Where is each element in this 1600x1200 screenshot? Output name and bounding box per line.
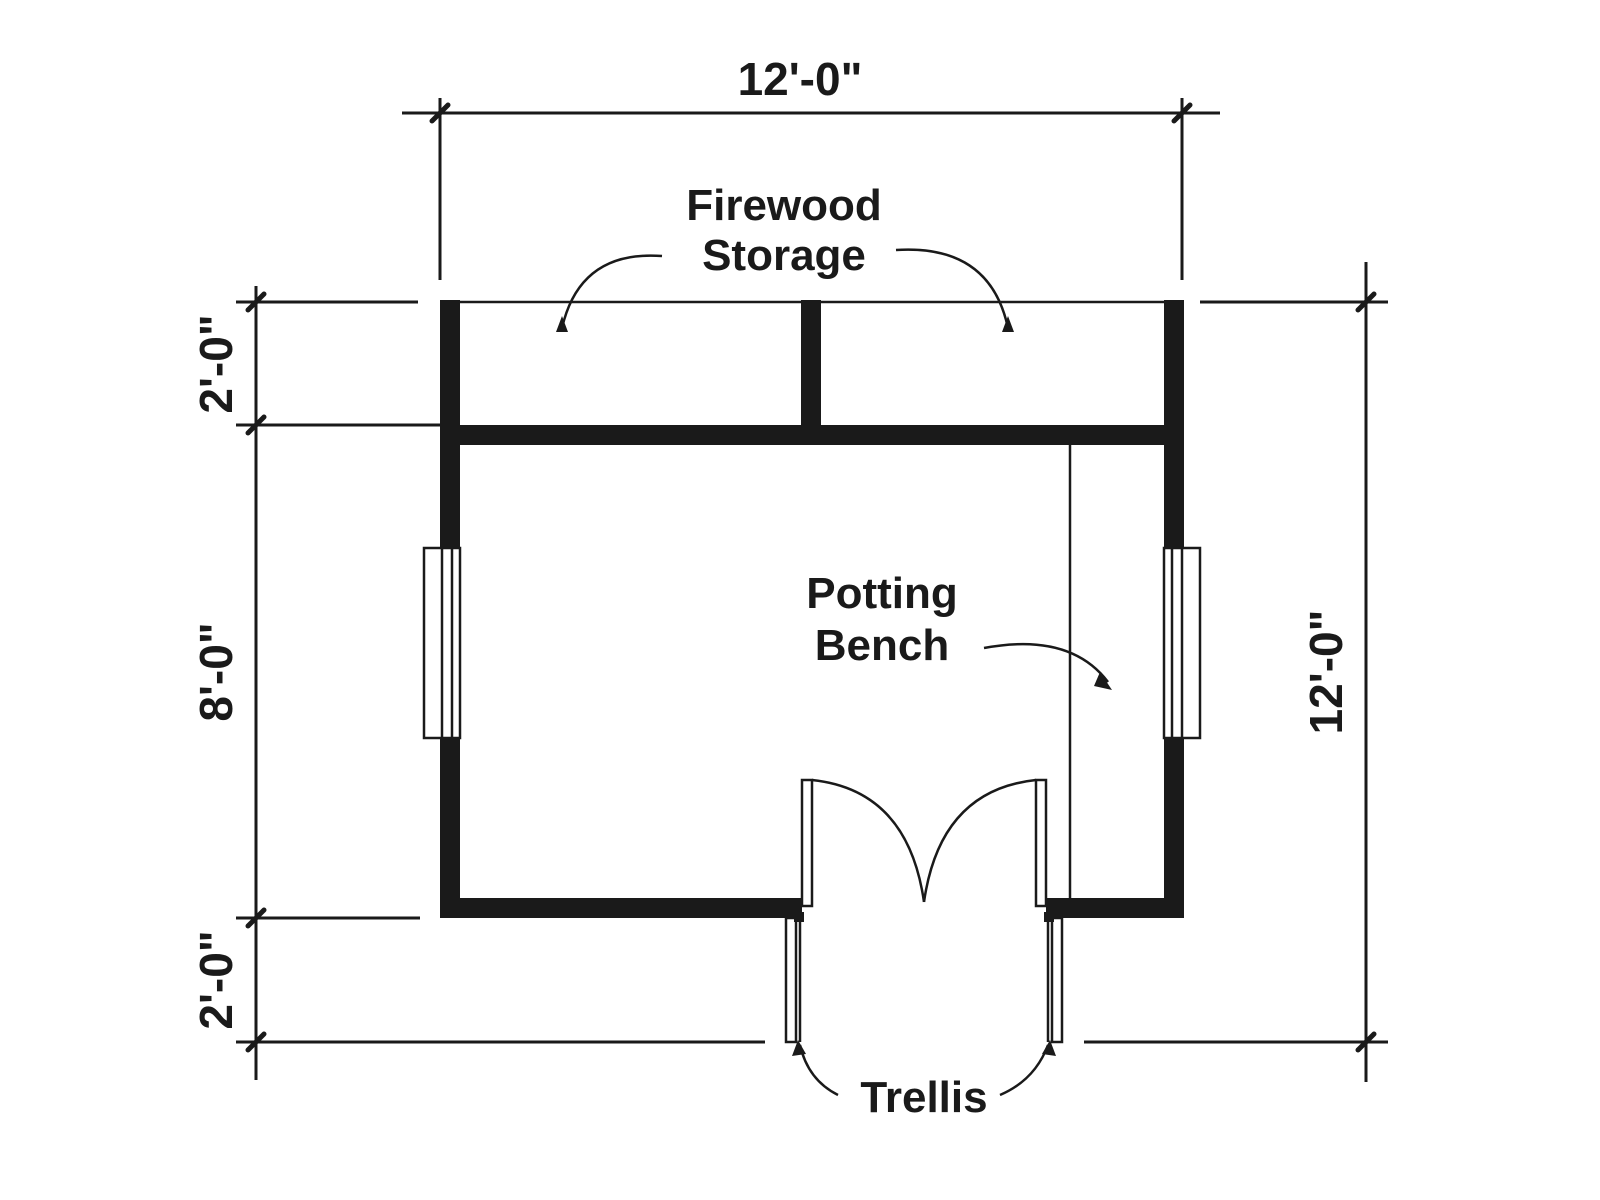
- left-door-leaf: [800, 778, 814, 908]
- left-window: [422, 546, 462, 740]
- left-storage-depth-label: 2'-0": [190, 314, 242, 413]
- left-door-swing: [811, 778, 926, 903]
- firewood-leader-left: [560, 254, 663, 329]
- storage-partition: [801, 300, 821, 428]
- right-window: [1162, 546, 1202, 740]
- trellis-leader-right: [999, 1044, 1050, 1097]
- trellis-left-post: [784, 916, 798, 1044]
- potting-label-line2: Bench: [815, 621, 949, 670]
- dimension-tick: [245, 414, 267, 436]
- trellis-right-post: [1050, 916, 1064, 1044]
- front-wall-right: [1046, 898, 1184, 918]
- dimension-tick: [429, 102, 451, 124]
- dimension-tick: [245, 1031, 267, 1053]
- potting-label-line1: Potting: [806, 569, 958, 618]
- right-wall-upper: [1164, 300, 1184, 548]
- dimension-tick: [245, 907, 267, 929]
- left-wall-lower: [440, 738, 460, 918]
- right-wall-lower: [1164, 738, 1184, 918]
- left-trellis-depth-label: 2'-0": [190, 930, 242, 1029]
- firewood-label-line2: Storage: [702, 231, 866, 280]
- left-dimensions: 2'-0" 8'-0" 2'-0": [190, 286, 765, 1080]
- left-room-depth-label: 8'-0": [190, 622, 242, 721]
- right-door-leaf: [1034, 778, 1048, 908]
- trellis-label: Trellis: [860, 1073, 987, 1122]
- firewood-leader-right: [895, 248, 1010, 329]
- storage-divider-wall: [440, 425, 1184, 445]
- dimension-tick: [1355, 291, 1377, 313]
- potting-leader: [983, 642, 1109, 683]
- firewood-label-line1: Firewood: [686, 181, 882, 230]
- leaders: [556, 248, 1112, 1097]
- walls: [440, 300, 1184, 918]
- left-wall-upper: [440, 300, 460, 548]
- trellis: [784, 912, 1064, 1044]
- right-door-swing: [922, 778, 1037, 903]
- dimension-tick: [1171, 102, 1193, 124]
- double-door: [800, 778, 1048, 908]
- top-width-label: 12'-0": [738, 53, 863, 105]
- front-wall-left: [440, 898, 802, 918]
- dimension-tick: [245, 291, 267, 313]
- dimension-tick: [1355, 1031, 1377, 1053]
- top-dimension: 12'-0": [402, 53, 1220, 280]
- right-total-depth-label: 12'-0": [1300, 610, 1352, 735]
- trellis-leader-left: [798, 1044, 839, 1097]
- right-dimension: 12'-0": [1084, 262, 1388, 1082]
